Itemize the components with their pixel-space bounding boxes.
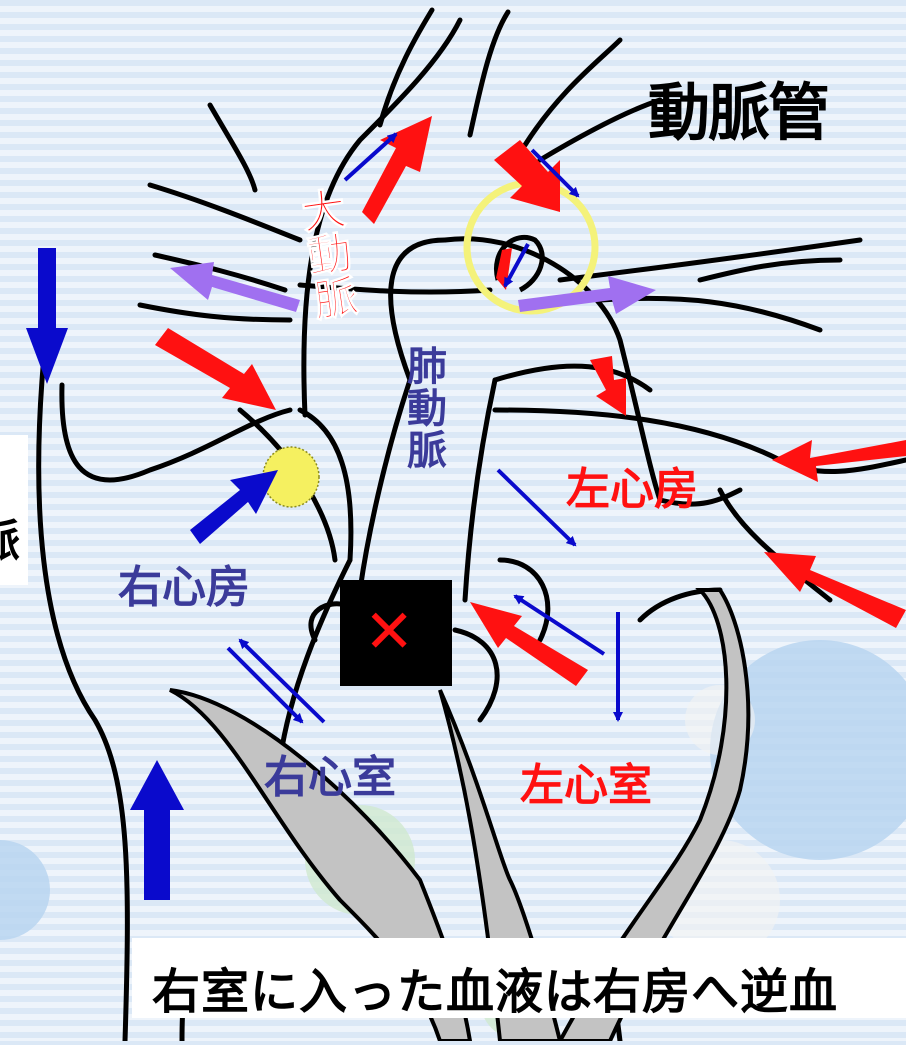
arrow-left-ventricle	[470, 602, 588, 686]
pulmonary-arrows	[170, 262, 656, 314]
arrow-aortic-arch	[494, 140, 560, 212]
oxygenated-arrows	[155, 116, 906, 686]
arrow-blue-pa	[496, 468, 577, 547]
arrow-pulmonary-left	[170, 262, 300, 312]
arrow-blue-lv-back	[513, 594, 606, 656]
blocked-mark: ✕	[364, 597, 415, 667]
arrow-blue-ductus	[503, 243, 530, 288]
arrow-blue-rv-back	[238, 638, 326, 724]
label-right-atrium: 右心房	[118, 562, 250, 613]
ductus-arteriosus	[494, 234, 545, 293]
vessel-outlines	[36, 7, 906, 1044]
arrow-right-vein-lower	[764, 552, 906, 628]
arrow-ductus-inner	[496, 248, 512, 290]
partial-label-box: 脈	[0, 435, 28, 585]
diagram-title: 動脈管	[648, 76, 830, 149]
partial-label: 脈	[0, 505, 20, 569]
arrow-blue-arch	[530, 148, 580, 198]
arrow-blue-rv-in	[226, 646, 304, 724]
arrow-pulmonary-right	[518, 276, 656, 314]
arrow-into-atrium	[190, 470, 278, 544]
label-left-ventricle: 左心室	[520, 760, 652, 811]
label-pulmonary-artery: 肺動脈	[407, 344, 447, 474]
label-left-atrium: 左心房	[566, 464, 698, 515]
arrow-pulmonary-vein	[590, 356, 626, 416]
caption-text: 右室に入った血液は右房へ逆血	[152, 964, 839, 1020]
arrow-right-vein-upper	[772, 440, 906, 482]
arrow-blue-aorta	[343, 132, 398, 182]
foramen-ovale	[262, 446, 320, 508]
blocked-valve	[340, 580, 452, 686]
caption-box: 右室に入った血液は右房へ逆血	[132, 938, 906, 1020]
arrow-superior	[155, 328, 276, 410]
deoxygenated-arrows	[26, 132, 623, 900]
label-right-ventricle: 右心室	[264, 752, 396, 803]
arrow-ivc-up	[130, 760, 184, 900]
arrow-aorta-up	[362, 116, 432, 224]
arrow-svc-down	[26, 248, 68, 384]
